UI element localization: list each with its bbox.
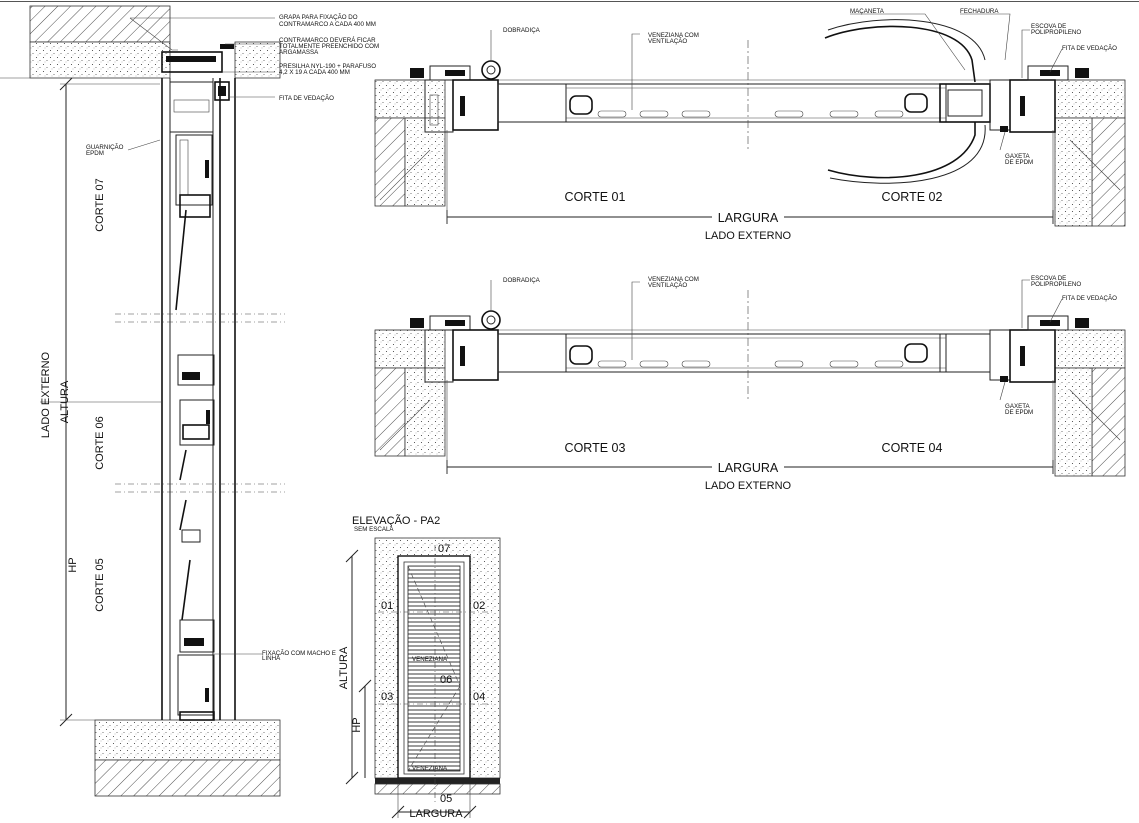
bottom-note-escova-line2: POLIPROPILENO — [1031, 281, 1081, 288]
top-wall-concrete — [29, 41, 171, 79]
note-grapa-line1: GRAPA PARA FIXAÇÃO DO — [279, 14, 358, 21]
bottom-note-escova-line1: ESCOVA DE — [1031, 275, 1066, 282]
elevation-ref-03: 03 — [381, 691, 393, 703]
top-note-dobradica: DOBRADIÇA — [503, 27, 541, 34]
elevation-subtitle: SEM ESCALA — [354, 526, 394, 533]
note-fixacao-line2: LINHA — [262, 655, 281, 662]
label-corte-02: CORTE 02 — [882, 190, 943, 204]
note-fixacao-line1: FIXAÇÃO COM MACHO E — [262, 650, 336, 657]
label-corte-05: CORTE 05 — [94, 558, 106, 612]
bottom-note-fita: FITA DE VEDAÇÃO — [1062, 295, 1117, 302]
elevation-ref-02: 02 — [473, 600, 485, 612]
note-guarnicao-line1: GUARNIÇÃO — [86, 144, 124, 151]
note-contramarco-line1: CONTRAMARCO DEVERÁ FICAR — [279, 37, 376, 44]
top-lado-externo-label: LADO EXTERNO — [705, 230, 792, 242]
label-corte-03: CORTE 03 — [565, 441, 626, 455]
largura-top-mask — [712, 210, 784, 224]
note-grapa-line2: CONTRAMARCO A CADA 400 MM — [279, 21, 376, 28]
top-note-gaxeta-line2: DE EPDM — [1005, 159, 1033, 166]
top-note-escova-line1: ESCOVA DE — [1031, 23, 1066, 30]
label-hp-vertical: HP — [67, 557, 79, 572]
plan-section-top — [374, 13, 1126, 227]
bottom-note-veneziana-line1: VENEZIANA COM — [648, 276, 699, 283]
elevation-ref-04: 04 — [473, 691, 485, 703]
label-corte-01: CORTE 01 — [565, 190, 626, 204]
bottom-largura-label: LARGURA — [718, 461, 779, 475]
elevation-altura-label: ALTURA — [338, 646, 350, 689]
label-lado-externo-vertical: LADO EXTERNO — [40, 351, 52, 438]
top-note-veneziana-line1: VENEZIANA COM — [648, 32, 699, 39]
top-note-fita: FITA DE VEDAÇÃO — [1062, 45, 1117, 52]
top-note-gaxeta-line1: GAXETA — [1005, 153, 1031, 160]
bottom-note-gaxeta-line1: GAXETA — [1005, 403, 1031, 410]
note-contramarco-line3: ARGAMASSA — [279, 49, 319, 56]
top-note-macaneta: MAÇANETA — [850, 8, 885, 15]
bottom-note-veneziana-line2: VENTILAÇÃO — [648, 282, 687, 289]
top-note-veneziana-line2: VENTILAÇÃO — [648, 38, 687, 45]
top-note-fechadura: FECHADURA — [960, 8, 999, 15]
label-corte-04: CORTE 04 — [882, 441, 943, 455]
top-wall-hatch — [29, 5, 171, 43]
bottom-lado-externo-label: LADO EXTERNO — [705, 480, 792, 492]
bottom-note-gaxeta-line2: DE EPDM — [1005, 409, 1033, 416]
bottom-note-dobradica: DOBRADIÇA — [503, 277, 541, 284]
floor-concrete — [94, 719, 281, 761]
elevation-veneziana-label-1: VENEZIANA — [412, 656, 448, 663]
largura-bottom-mask — [712, 460, 784, 474]
label-corte-07: CORTE 07 — [94, 178, 106, 232]
top-note-escova-line2: POLIPROPILENO — [1031, 29, 1081, 36]
elevation-title: ELEVAÇÃO - PA2 — [352, 514, 440, 527]
elevation-ref-06: 06 — [440, 674, 452, 686]
elevation-veneziana-label-2: VENEZIANA — [412, 765, 448, 772]
note-presilha-line2: 4,2 X 19 A CADA 400 MM — [279, 69, 350, 76]
elevation-hp-label: HP — [351, 717, 363, 732]
elevation-ref-07: 07 — [438, 543, 450, 555]
label-altura-vertical: ALTURA — [59, 380, 71, 423]
note-contramarco-line2: TOTALMENTE PREENCHIDO COM — [279, 43, 379, 50]
vertical-section — [0, 5, 285, 797]
note-presilha-line1: PRESILHA NYL-190 + PARAFUSO — [279, 63, 376, 70]
plan-section-bottom — [374, 279, 1126, 477]
elevation-ref-01: 01 — [381, 600, 393, 612]
note-fita-vedacao: FITA DE VEDAÇÃO — [279, 95, 334, 102]
elevation-largura-label: LARGURA — [409, 808, 463, 820]
elevation-ref-05: 05 — [440, 793, 452, 805]
elevation-drawing — [345, 537, 501, 819]
note-guarnicao-line2: EPDM — [86, 150, 104, 157]
top-wall-concrete-right — [234, 41, 281, 79]
floor-hatch — [94, 759, 281, 797]
top-largura-label: LARGURA — [718, 211, 779, 225]
label-corte-06: CORTE 06 — [94, 416, 106, 470]
